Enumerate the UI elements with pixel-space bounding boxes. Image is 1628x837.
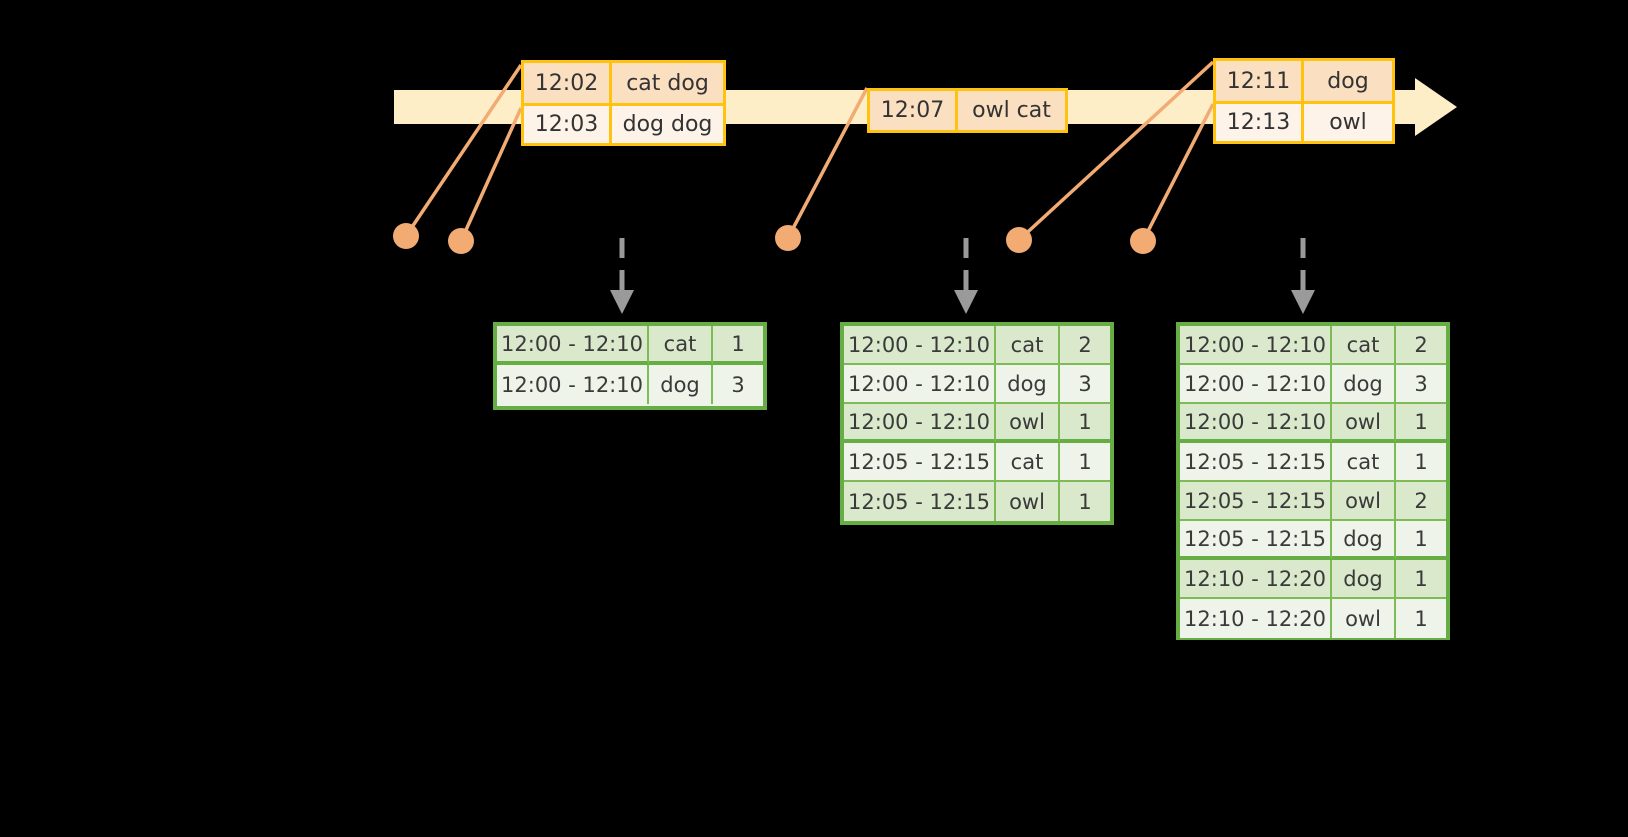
- window-cell: 12:05 - 12:15: [844, 482, 996, 521]
- key-cell: cat: [996, 443, 1060, 482]
- event-row: 12:03 dog dog: [524, 103, 723, 143]
- dashed-arrow-to-table-3: [1291, 238, 1315, 314]
- key-cell: cat: [1332, 443, 1396, 482]
- dashed-arrow-to-table-1: [610, 238, 634, 314]
- event-row: 12:13 owl: [1216, 101, 1392, 141]
- window-cell: 12:00 - 12:10: [844, 326, 996, 365]
- event-time: 12:11: [1216, 61, 1304, 101]
- key-cell: cat: [1332, 326, 1396, 365]
- window-cell: 12:00 - 12:10: [497, 326, 649, 365]
- count-cell: 3: [1060, 365, 1110, 404]
- table-row: 12:00 - 12:10 dog 3: [1180, 365, 1446, 404]
- event-value: owl cat: [958, 91, 1065, 130]
- window-cell: 12:05 - 12:15: [1180, 482, 1332, 521]
- key-cell: owl: [1332, 404, 1396, 443]
- event-value: owl: [1304, 104, 1392, 141]
- key-cell: cat: [649, 326, 713, 365]
- table-row: 12:00 - 12:10 dog 3: [497, 365, 763, 404]
- result-table-3: 12:00 - 12:10 cat 2 12:00 - 12:10 dog 3 …: [1176, 322, 1450, 640]
- window-cell: 12:10 - 12:20: [1180, 560, 1332, 599]
- event-time: 12:03: [524, 106, 612, 143]
- event-value: dog dog: [612, 106, 723, 143]
- table-row: 12:00 - 12:10 dog 3: [844, 365, 1110, 404]
- count-cell: 1: [1396, 560, 1446, 599]
- count-cell: 1: [1396, 443, 1446, 482]
- connector-dot: [393, 223, 419, 249]
- key-cell: cat: [996, 326, 1060, 365]
- count-cell: 2: [1060, 326, 1110, 365]
- connector-dot: [1130, 228, 1156, 254]
- connector-dot: [775, 225, 801, 251]
- event-time: 12:02: [524, 63, 612, 103]
- count-cell: 3: [1396, 365, 1446, 404]
- table-row: 12:00 - 12:10 cat 1: [497, 326, 763, 365]
- connector-dot: [448, 228, 474, 254]
- event-box-group-2: 12:07 owl cat: [867, 88, 1068, 133]
- dashed-arrow-to-table-2: [954, 238, 978, 314]
- key-cell: owl: [1332, 482, 1396, 521]
- count-cell: 1: [1060, 404, 1110, 443]
- window-cell: 12:05 - 12:15: [1180, 521, 1332, 560]
- event-row: 12:11 dog: [1216, 61, 1392, 101]
- event-box-group-3: 12:11 dog 12:13 owl: [1213, 58, 1395, 144]
- window-cell: 12:00 - 12:10: [1180, 326, 1332, 365]
- table-row: 12:05 - 12:15 owl 1: [844, 482, 1110, 521]
- key-cell: dog: [996, 365, 1060, 404]
- count-cell: 1: [713, 326, 763, 365]
- count-cell: 1: [1060, 482, 1110, 521]
- table-row: 12:05 - 12:15 cat 1: [844, 443, 1110, 482]
- table-row: 12:05 - 12:15 owl 2: [1180, 482, 1446, 521]
- window-cell: 12:00 - 12:10: [497, 365, 649, 404]
- window-cell: 12:05 - 12:15: [1180, 443, 1332, 482]
- count-cell: 1: [1396, 404, 1446, 443]
- key-cell: owl: [1332, 599, 1396, 638]
- timeline-arrow-head-icon: [1415, 78, 1457, 136]
- key-cell: owl: [996, 404, 1060, 443]
- window-cell: 12:00 - 12:10: [844, 404, 996, 443]
- event-time: 12:07: [870, 91, 958, 130]
- event-box-group-1: 12:02 cat dog 12:03 dog dog: [521, 60, 726, 146]
- window-cell: 12:00 - 12:10: [1180, 365, 1332, 404]
- count-cell: 1: [1396, 599, 1446, 638]
- key-cell: dog: [1332, 521, 1396, 560]
- table-row: 12:00 - 12:10 cat 2: [844, 326, 1110, 365]
- count-cell: 1: [1396, 521, 1446, 560]
- event-time: 12:13: [1216, 104, 1304, 141]
- window-cell: 12:10 - 12:20: [1180, 599, 1332, 638]
- key-cell: dog: [649, 365, 713, 404]
- table-row: 12:05 - 12:15 cat 1: [1180, 443, 1446, 482]
- table-row: 12:10 - 12:20 owl 1: [1180, 599, 1446, 638]
- window-cell: 12:05 - 12:15: [844, 443, 996, 482]
- event-value: cat dog: [612, 63, 723, 103]
- count-cell: 1: [1060, 443, 1110, 482]
- event-row: 12:02 cat dog: [524, 63, 723, 103]
- count-cell: 2: [1396, 482, 1446, 521]
- window-cell: 12:00 - 12:10: [1180, 404, 1332, 443]
- key-cell: dog: [1332, 365, 1396, 404]
- event-row: 12:07 owl cat: [870, 91, 1065, 130]
- table-row: 12:10 - 12:20 dog 1: [1180, 560, 1446, 599]
- table-row: 12:00 - 12:10 cat 2: [1180, 326, 1446, 365]
- window-cell: 12:00 - 12:10: [844, 365, 996, 404]
- result-table-1: 12:00 - 12:10 cat 1 12:00 - 12:10 dog 3: [493, 322, 767, 410]
- table-row: 12:00 - 12:10 owl 1: [1180, 404, 1446, 443]
- event-value: dog: [1304, 61, 1392, 101]
- table-row: 12:00 - 12:10 owl 1: [844, 404, 1110, 443]
- count-cell: 2: [1396, 326, 1446, 365]
- table-row: 12:05 - 12:15 dog 1: [1180, 521, 1446, 560]
- count-cell: 3: [713, 365, 763, 404]
- connector-dot: [1006, 227, 1032, 253]
- key-cell: owl: [996, 482, 1060, 521]
- result-table-2: 12:00 - 12:10 cat 2 12:00 - 12:10 dog 3 …: [840, 322, 1114, 525]
- key-cell: dog: [1332, 560, 1396, 599]
